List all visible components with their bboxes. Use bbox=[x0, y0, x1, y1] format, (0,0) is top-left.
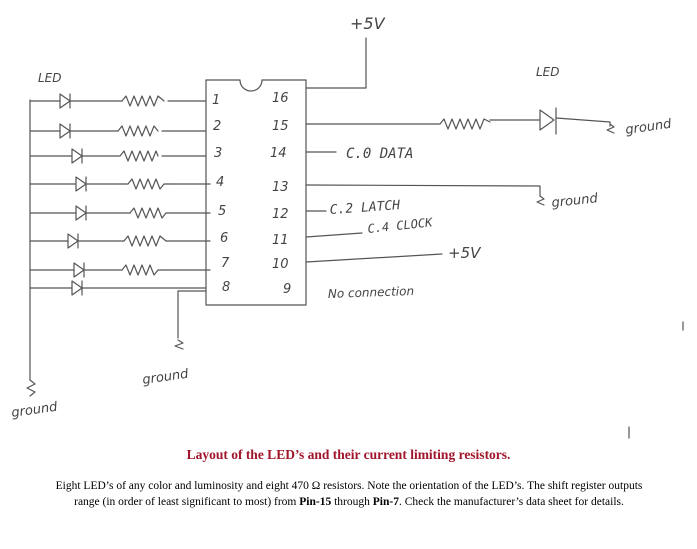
resistor-icon bbox=[119, 150, 159, 162]
ground-label-left: ground bbox=[10, 400, 59, 421]
ground-label-pin8: ground bbox=[141, 367, 190, 388]
supply-label-right: +5V bbox=[448, 244, 482, 262]
resistor-icon bbox=[129, 207, 167, 219]
pin-number: 13 bbox=[272, 180, 289, 195]
led-label-left: LED bbox=[38, 71, 62, 85]
pin-number: 1 bbox=[212, 93, 220, 108]
pin11-wire bbox=[305, 232, 363, 238]
pin-number: 4 bbox=[216, 175, 224, 190]
resistor-icon bbox=[121, 264, 161, 276]
description-line-2: range (in order of least significant to … bbox=[4, 494, 694, 510]
resistor-icon bbox=[117, 125, 159, 137]
pin-number: 3 bbox=[214, 146, 222, 161]
description-line-1: Eight LED’s of any color and luminosity … bbox=[55, 480, 643, 492]
figure-caption: Layout of the LED’s and their current li… bbox=[186, 447, 511, 462]
description-text: range (in order of least significant to … bbox=[74, 496, 300, 508]
led-icon bbox=[59, 93, 71, 109]
right-pin-numbers: 16 15 14 13 12 11 10 9 bbox=[270, 91, 291, 297]
pin9-label: No connection bbox=[328, 284, 415, 301]
pin10-wire bbox=[305, 253, 443, 263]
resistor-icon bbox=[123, 235, 167, 247]
led-icon bbox=[75, 205, 87, 221]
pin-number: 9 bbox=[283, 282, 291, 297]
led-icon bbox=[67, 233, 79, 249]
led-icon bbox=[73, 262, 85, 278]
pin-number: 6 bbox=[220, 231, 228, 246]
pin12-label: C.2 LATCH bbox=[329, 198, 400, 218]
pin-number: 2 bbox=[213, 119, 221, 134]
ground-symbol-pin8 bbox=[174, 339, 184, 350]
resistor-icon bbox=[121, 95, 165, 107]
led-rows-left bbox=[29, 93, 211, 296]
led-icon bbox=[539, 107, 557, 135]
pin-number: 10 bbox=[272, 257, 289, 272]
pin8-wire bbox=[177, 290, 207, 339]
ground-symbol-left bbox=[26, 379, 36, 397]
pin13-wire bbox=[305, 184, 541, 197]
pin-number: 15 bbox=[272, 119, 289, 134]
circuit-diagram: 1 2 3 4 5 6 7 8 16 15 14 13 12 11 10 9 +… bbox=[10, 14, 684, 439]
description-text: through bbox=[331, 496, 373, 508]
pin-number: 11 bbox=[272, 233, 289, 248]
ground-symbol-pin13 bbox=[536, 195, 545, 206]
led-icon bbox=[71, 280, 83, 296]
ic-body bbox=[205, 79, 307, 306]
supply-label-top: +5V bbox=[350, 14, 386, 33]
pin-last: Pin-7 bbox=[372, 496, 399, 508]
ground-label-pin15: ground bbox=[624, 117, 673, 138]
ground-label-pin13: ground bbox=[551, 191, 599, 211]
resistor-icon bbox=[127, 178, 169, 190]
pin14-label: C.0 DATA bbox=[346, 146, 413, 162]
left-pin-numbers: 1 2 3 4 5 6 7 8 bbox=[212, 93, 230, 295]
pin-number: 8 bbox=[222, 280, 230, 295]
pin-number: 7 bbox=[221, 256, 230, 271]
pin-number: 16 bbox=[272, 91, 289, 106]
pin-first: Pin-15 bbox=[299, 496, 332, 508]
ground-symbol-pin15 bbox=[606, 123, 615, 134]
led-icon bbox=[71, 148, 83, 164]
supply-wire-top bbox=[305, 37, 367, 89]
led-label-right: LED bbox=[536, 65, 560, 79]
description-text: . Check the manufacturer’s data sheet fo… bbox=[398, 496, 624, 508]
resistor-icon bbox=[439, 118, 491, 130]
figure-description: Eight LED’s of any color and luminosity … bbox=[4, 478, 694, 510]
led-icon bbox=[59, 123, 71, 139]
pin-number: 5 bbox=[218, 204, 226, 219]
pin-number: 12 bbox=[272, 207, 289, 222]
pin-number: 14 bbox=[270, 146, 287, 161]
pin11-label: C.4 CLOCK bbox=[367, 215, 434, 236]
led-icon bbox=[75, 176, 87, 192]
